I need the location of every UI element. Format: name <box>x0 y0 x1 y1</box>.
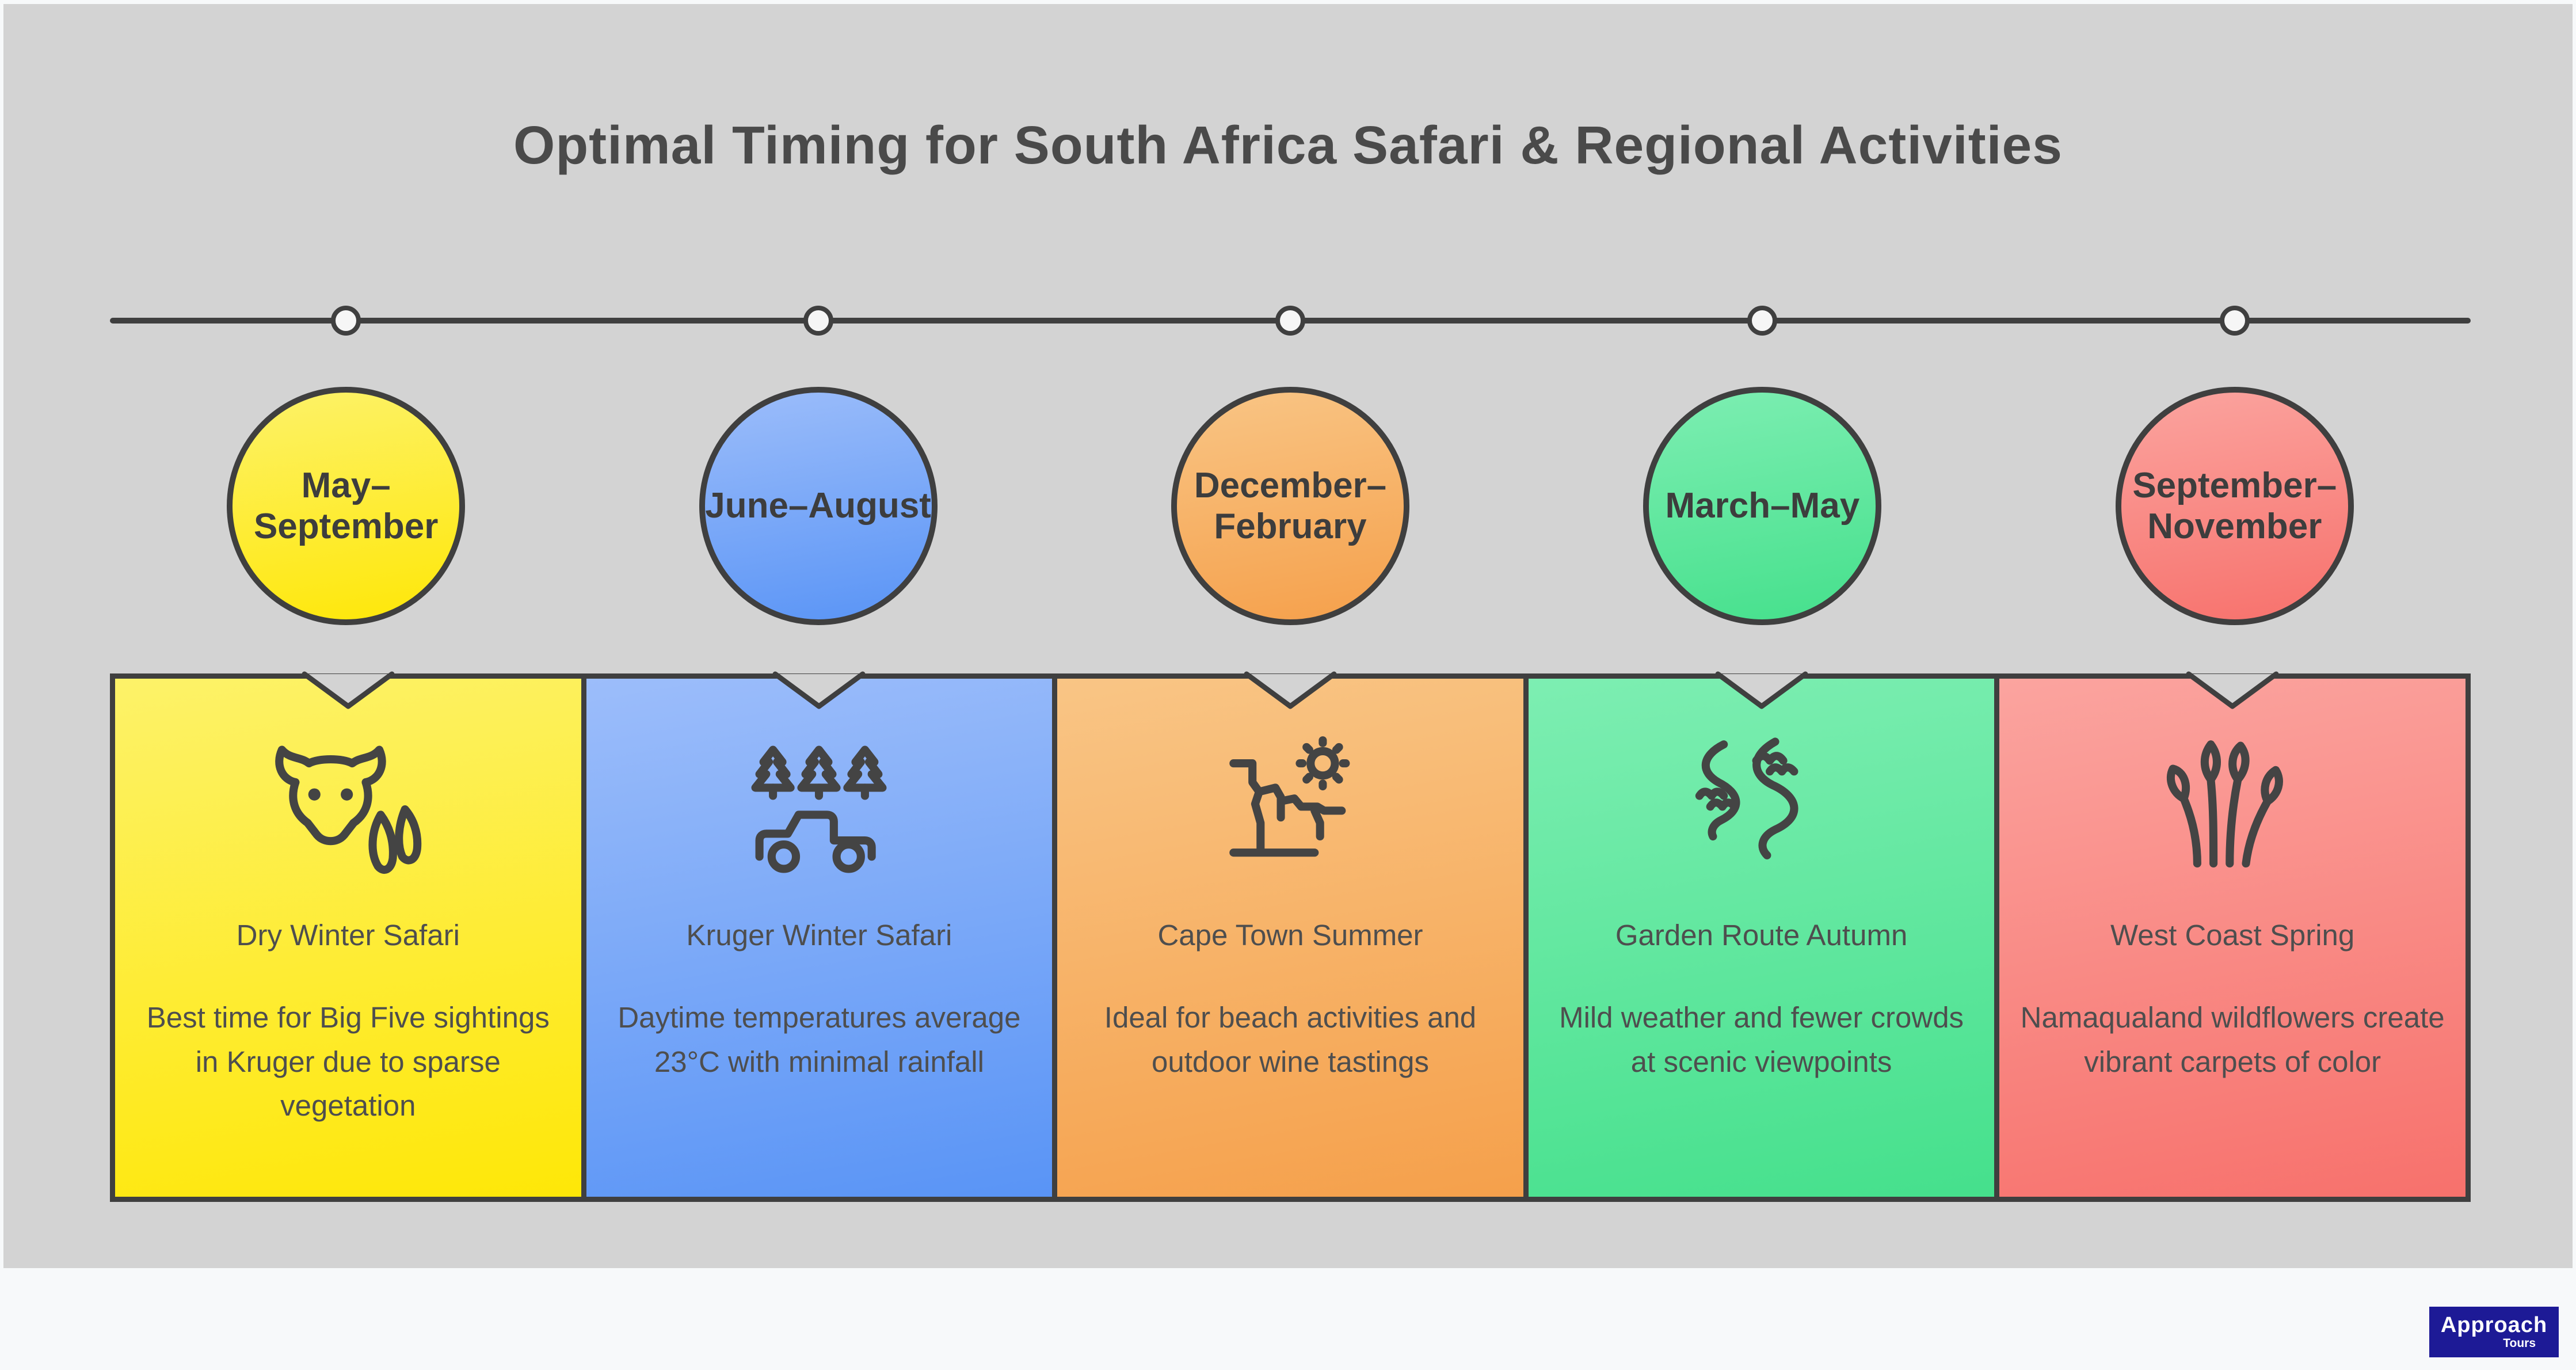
page-title: Optimal Timing for South Africa Safari &… <box>513 115 2063 175</box>
timeline-dot <box>803 306 833 336</box>
period-label: December–February <box>1194 465 1387 546</box>
card-dry-winter-safari: Dry Winter Safari Best time for Big Five… <box>110 671 586 1202</box>
timeline-track: May–September June–August December–Febru… <box>110 4 2471 1268</box>
buffalo-tracks-icon <box>267 728 429 890</box>
card-heading: Kruger Winter Safari <box>686 919 952 952</box>
wildflowers-icon <box>2151 728 2314 890</box>
card-heading: Garden Route Autumn <box>1615 919 1908 952</box>
card-description: Best time for Big Five sightings in Krug… <box>146 1001 550 1122</box>
river-birds-icon <box>1681 728 1843 890</box>
card-notch <box>1244 671 1337 709</box>
card-heading: West Coast Spring <box>2110 919 2355 952</box>
card-west-coast-spring: West Coast Spring Namaqualand wildflower… <box>1994 671 2471 1202</box>
timeline-dot <box>1275 306 1305 336</box>
card-description: Ideal for beach activities and outdoor w… <box>1104 1001 1477 1078</box>
period-label: May–September <box>253 465 439 546</box>
cards-row: Dry Winter Safari Best time for Big Five… <box>110 671 2471 1202</box>
card-heading: Dry Winter Safari <box>236 919 460 952</box>
timeline-dot <box>2219 306 2250 336</box>
card-garden-route-autumn: Garden Route Autumn Mild weather and few… <box>1523 671 2000 1202</box>
cliff-sun-icon <box>1209 728 1371 890</box>
period-label: September–November <box>2132 465 2337 546</box>
period-circle-june-august: June–August <box>699 387 938 625</box>
card-kruger-winter-safari: Kruger Winter Safari Daytime temperature… <box>581 671 1058 1202</box>
card-description: Namaqualand wildflowers create vibrant c… <box>2020 1001 2445 1078</box>
card-description: Daytime temperatures average 23°C with m… <box>618 1001 1021 1078</box>
logo-brand-text: Approach <box>2440 1312 2548 1337</box>
period-label: June–August <box>705 486 931 526</box>
card-cape-town-summer: Cape Town Summer Ideal for beach activit… <box>1052 671 1529 1202</box>
card-notch <box>302 671 395 709</box>
period-circle-march-may: March–May <box>1643 387 1882 625</box>
period-circle-december-february: December–February <box>1171 387 1409 625</box>
card-notch <box>772 671 866 709</box>
timeline-dot <box>331 306 361 336</box>
card-heading: Cape Town Summer <box>1157 919 1423 952</box>
card-description: Mild weather and fewer crowds at scenic … <box>1559 1001 1964 1078</box>
timeline-dot <box>1747 306 1778 336</box>
period-circle-september-november: September–November <box>2115 387 2354 625</box>
period-circle-may-september: May–September <box>227 387 466 625</box>
card-notch <box>1715 671 1808 709</box>
card-notch <box>2186 671 2279 709</box>
trees-truck-icon <box>738 728 900 890</box>
infographic-canvas: Optimal Timing for South Africa Safari &… <box>3 4 2573 1268</box>
logo-sub-text: Tours <box>2503 1337 2536 1350</box>
period-label: March–May <box>1665 486 1860 526</box>
brand-logo: Approach Tours <box>2429 1307 2559 1357</box>
